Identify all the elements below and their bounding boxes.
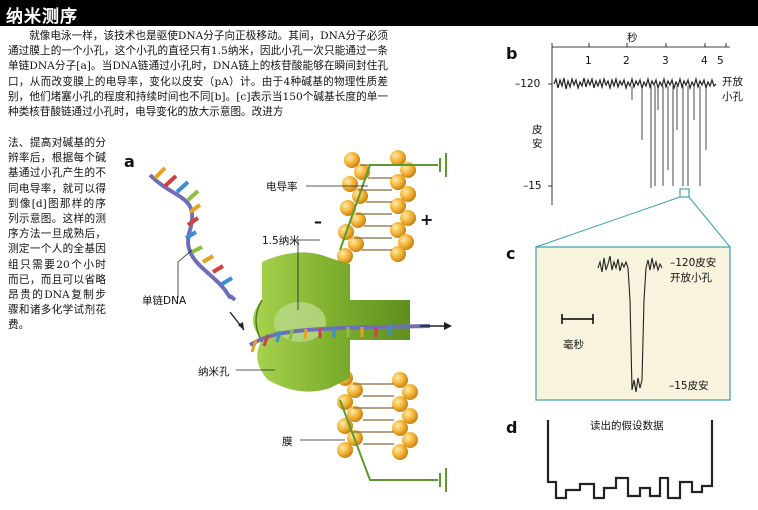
panel-b-chart xyxy=(535,43,731,248)
pore-size-label: 1.5纳米 xyxy=(262,235,300,247)
panel-b-y-tick-bottom: –15 xyxy=(523,180,542,192)
panel-b-x-title: 秒 xyxy=(627,32,638,44)
panel-d-chart xyxy=(546,420,714,500)
circuit-wires xyxy=(339,164,438,481)
membrane-lower xyxy=(337,370,418,460)
panel-b-y-tick-top: –120 xyxy=(515,78,541,90)
minus-sign: – xyxy=(314,212,322,231)
panel-b-x-tick-5: 5 xyxy=(717,55,724,67)
header-bar: 纳米测序 xyxy=(0,0,758,27)
plus-sign: + xyxy=(420,210,434,229)
readout-trace xyxy=(546,420,714,500)
panel-a-letter: a xyxy=(124,152,135,171)
panel-c-bottom-label: –15皮安 xyxy=(669,380,709,392)
zoom-line-right xyxy=(688,196,731,248)
open-pore-label-2: 小孔 xyxy=(722,91,743,103)
panel-c-top-label-1: –120皮安 xyxy=(670,257,717,269)
panel-b-x-tick-4: 4 xyxy=(701,55,708,67)
panel-a-diagram xyxy=(148,150,452,492)
ssdna-strand xyxy=(148,166,237,302)
panel-b-letter: b xyxy=(506,44,518,63)
nanopore-label: 纳米孔 xyxy=(198,366,230,378)
open-pore-trace xyxy=(553,76,717,91)
membrane-upper xyxy=(337,150,416,264)
zoom-trace xyxy=(597,255,663,393)
body-paragraph-2: 法、提高对碱基的分辨率后，根据每个碱基通过小孔产生的不同电导率，就可以得到像[d… xyxy=(8,137,106,332)
panel-d-letter: d xyxy=(506,418,518,437)
panel-d-title: 读出的假设数据 xyxy=(590,420,664,432)
panel-b-y-title-text: 皮安 xyxy=(532,124,543,150)
panel-b-y-title: 皮安 xyxy=(532,123,544,151)
zoom-line-left xyxy=(535,196,681,248)
panel-c-letter: c xyxy=(506,244,516,263)
panel-b-x-tick-3: 3 xyxy=(662,55,669,67)
panel-b-x-tick-2: 2 xyxy=(623,55,630,67)
ssdna-label: 单链DNA xyxy=(142,295,187,307)
membrane-label: 膜 xyxy=(282,436,293,448)
open-pore-label-1: 开放 xyxy=(722,76,743,88)
time-scale-bar xyxy=(561,314,594,324)
nanopore-protein xyxy=(253,252,410,392)
panel-c-chart xyxy=(535,246,731,401)
panel-c-top-label-2: 开放小孔 xyxy=(670,272,712,284)
blockade-spikes xyxy=(631,86,707,188)
panel-b-x-tick-1: 1 xyxy=(585,55,592,67)
zoom-box xyxy=(679,188,690,198)
panel-c-scale-label: 毫秒 xyxy=(563,339,584,351)
body-paragraph-1: 就像电泳一样，该技术也是驱使DNA分子向正极移动。其间，DNA分子必须通过膜上的… xyxy=(8,30,388,119)
panel-c-frame xyxy=(535,246,731,401)
conductance-label: 电导率 xyxy=(266,181,298,193)
page-title: 纳米测序 xyxy=(6,7,78,27)
